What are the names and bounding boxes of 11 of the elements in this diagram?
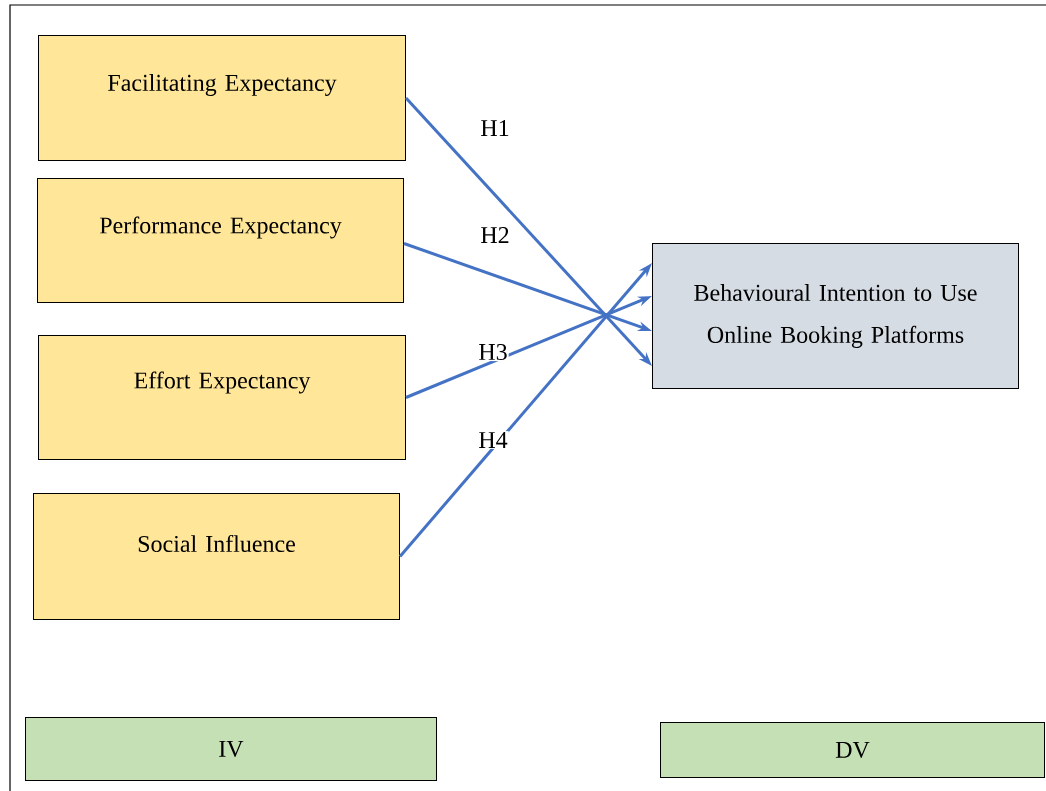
label-box: IV	[25, 717, 437, 781]
edge-label: H2	[479, 226, 511, 244]
construct-box: Behavioural Intention to Use Online Booking Platforms	[652, 243, 1019, 389]
construct-box: Performance Expectancy	[37, 178, 404, 303]
edge-label: H3	[477, 342, 509, 362]
label-box: DV	[660, 722, 1045, 778]
construct-box: Effort Expectancy	[38, 335, 406, 460]
edge-label: H4	[477, 431, 509, 449]
construct-box: Facilitating Expectancy	[38, 35, 406, 161]
edge-label: H1	[479, 119, 511, 137]
construct-box: Social Influence	[33, 493, 400, 620]
